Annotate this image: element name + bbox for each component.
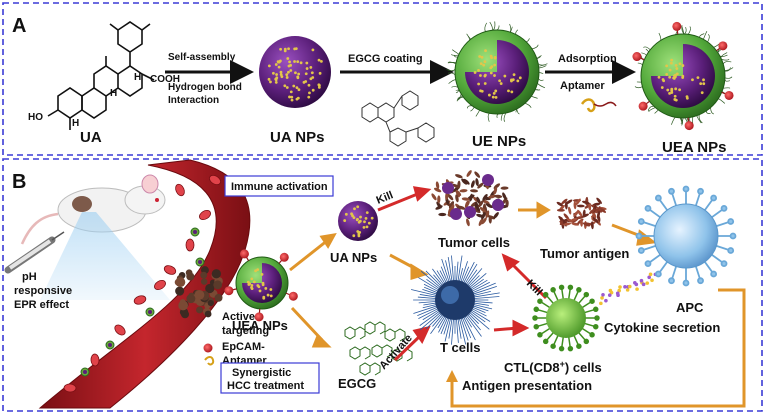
egcg-coating-label: EGCG coating bbox=[348, 53, 423, 65]
t-cell-image bbox=[411, 255, 500, 345]
immune-activation-label: Immune activation bbox=[231, 181, 328, 193]
active-targeting-label-2: targeting bbox=[222, 325, 269, 337]
cytokine-particles bbox=[599, 272, 658, 306]
tumor-cluster bbox=[174, 266, 223, 319]
syringe-icon bbox=[4, 231, 65, 274]
redball-aptamer-icon bbox=[203, 343, 215, 366]
kill-label-1: Kill bbox=[375, 189, 395, 207]
ue-nps-label: UE NPs bbox=[472, 133, 526, 150]
aptamer-label: Aptamer bbox=[560, 80, 605, 92]
ua-h-label-2: H bbox=[110, 88, 117, 99]
panel-b-letter: B bbox=[12, 171, 26, 193]
ue-np-particle bbox=[446, 21, 548, 123]
immune-activation-box bbox=[224, 175, 334, 197]
ua-np-b bbox=[338, 201, 378, 241]
ph-label-3: EPR effect bbox=[14, 299, 69, 311]
ua-cooh-label: COOH bbox=[150, 74, 180, 85]
cytokine-label: Cytokine secretion bbox=[604, 320, 720, 335]
antigen-presentation-arrow bbox=[446, 288, 746, 408]
ua-h-label-1: H bbox=[134, 72, 141, 83]
ph-label-2: responsive bbox=[14, 285, 72, 297]
ua-nps-b-label: UA NPs bbox=[330, 250, 377, 265]
ua-nps-label: UA NPs bbox=[270, 129, 324, 146]
ua-label: UA bbox=[80, 129, 102, 146]
tumor-antigen-label: Tumor antigen bbox=[540, 246, 629, 261]
panel-a-letter: A bbox=[12, 15, 26, 37]
synergistic-label-1: Synergistic bbox=[232, 367, 291, 379]
egcg-b-label: EGCG bbox=[338, 376, 376, 391]
ph-label-1: pH bbox=[22, 271, 37, 283]
ctl-cell-image bbox=[532, 284, 600, 352]
antigen-presentation-label: Antigen presentation bbox=[462, 378, 592, 393]
uea-nps-b-label: UEA NPs bbox=[232, 318, 288, 333]
ua-ho-label: HO bbox=[28, 112, 43, 123]
panel-b-border bbox=[2, 158, 763, 412]
tumor-cells-image bbox=[431, 170, 509, 227]
red-arrows bbox=[377, 186, 548, 362]
apc-label: APC bbox=[676, 300, 704, 315]
t-cells-label: T cells bbox=[440, 340, 480, 355]
adsorption-label: Adsorption bbox=[558, 53, 617, 65]
uea-np-particle bbox=[632, 21, 734, 131]
epcam-label-1: EpCAM- bbox=[222, 341, 265, 353]
interaction-label: Interaction bbox=[168, 95, 219, 106]
ua-np-particle bbox=[259, 36, 331, 108]
mouse-illustration bbox=[20, 174, 170, 300]
activate-label: Activate bbox=[377, 332, 415, 372]
panel-a-border bbox=[2, 2, 763, 156]
uea-np-b bbox=[224, 249, 298, 322]
self-assembly-label: Self-assembly bbox=[168, 52, 236, 63]
aptamer-icon bbox=[580, 98, 617, 113]
egcg-cluster bbox=[344, 321, 413, 376]
egcg-structure bbox=[361, 90, 435, 147]
uea-nps-label: UEA NPs bbox=[662, 139, 726, 156]
ua-structure bbox=[47, 21, 155, 130]
tumor-antigen-image bbox=[556, 196, 607, 230]
ua-h-label-3: H bbox=[72, 118, 79, 129]
hydrogen-bond-label: Hydrogen bond bbox=[168, 82, 242, 93]
synergistic-label-2: HCC treatment bbox=[227, 380, 304, 392]
synergistic-box bbox=[220, 362, 320, 394]
ctl-label: CTL(CD8+) cells bbox=[504, 359, 602, 375]
active-targeting-label-1: Active- bbox=[222, 311, 259, 323]
apc-image bbox=[635, 185, 737, 287]
tumor-cells-label: Tumor cells bbox=[438, 235, 510, 250]
